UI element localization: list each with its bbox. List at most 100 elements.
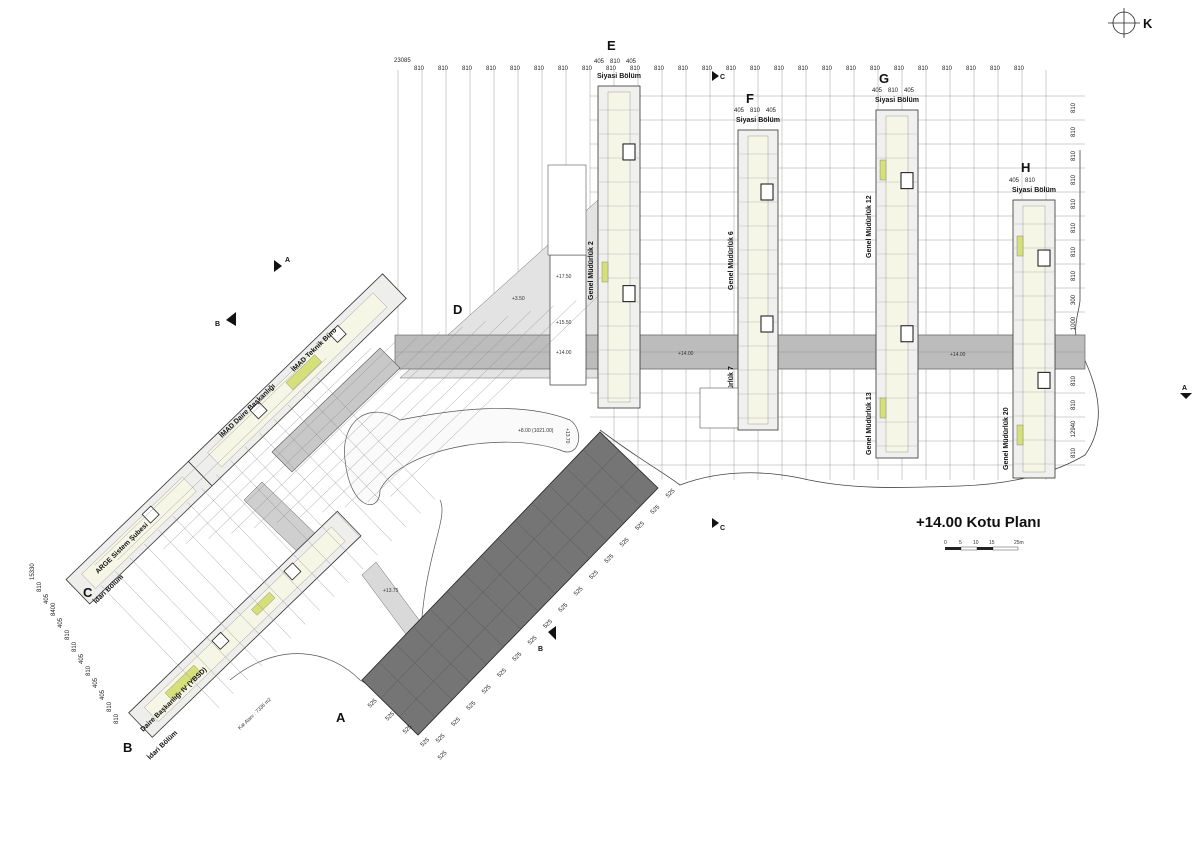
section-mark-a-right: A xyxy=(1180,385,1192,399)
grid-line xyxy=(158,529,277,653)
section-mark-a-top: A xyxy=(274,257,290,272)
grid-line xyxy=(390,295,600,497)
scale-tick: 10 xyxy=(973,540,979,546)
scale-tick: 25m xyxy=(1014,540,1024,546)
axis-B: B xyxy=(123,740,132,755)
dim-label: 525 xyxy=(385,711,397,723)
svg-text:B: B xyxy=(215,321,220,328)
left-dimension-labels: 1533081040584004058108104058104054058108… xyxy=(30,563,120,724)
grid-line xyxy=(231,331,441,534)
dim-label: 810 xyxy=(726,66,737,72)
dim-label: 810 xyxy=(1014,66,1025,72)
scale-tick: 0 xyxy=(944,540,947,546)
dim-label: 810 xyxy=(654,66,665,72)
dim-label: 810 xyxy=(774,66,785,72)
block-dim: 405 xyxy=(904,88,915,94)
grid-line xyxy=(163,347,372,550)
level-label: +13.70 xyxy=(564,428,570,444)
svg-text:A: A xyxy=(1182,385,1187,392)
dim-label: 525 xyxy=(635,520,647,532)
grid-line xyxy=(185,342,395,545)
dim-label: 405 xyxy=(100,689,106,700)
block-dim: 405 xyxy=(734,108,745,114)
block-dim: 405 xyxy=(626,59,637,65)
scale-bar: 0 5 10 15 25m xyxy=(944,540,1024,551)
dim-label: 525 xyxy=(589,569,601,581)
diagonal-wing-left xyxy=(65,460,213,605)
diagonal-gallery xyxy=(271,347,401,473)
dim-label: 810 xyxy=(1071,198,1077,209)
dim-label: 525 xyxy=(512,651,524,663)
diagonal-wing-lower xyxy=(128,510,362,738)
dim-label: 405 xyxy=(44,593,50,604)
grid-line xyxy=(287,404,407,528)
dim-label: 810 xyxy=(1071,270,1077,281)
grid-line xyxy=(216,474,335,597)
dim-label: 15330 xyxy=(30,563,36,580)
dim-label: 810 xyxy=(750,66,761,72)
dim-label: 810 xyxy=(1071,150,1077,161)
section-mark-b-bottom: B xyxy=(538,626,556,653)
axis-D: D xyxy=(453,302,462,317)
grid-line xyxy=(144,543,263,667)
dim-label: 525 xyxy=(367,698,379,710)
axis-C: C xyxy=(83,585,93,600)
block-dim: 810 xyxy=(888,88,899,94)
block-dim: 810 xyxy=(610,59,621,65)
grid-line xyxy=(129,557,249,681)
block-top-label: Siyasi Bölüm xyxy=(597,73,641,80)
dim-label: 810 xyxy=(798,66,809,72)
dim-label: 810 xyxy=(942,66,953,72)
block-side-label: Genel Müdürlük 12 xyxy=(866,195,873,258)
dim-label: 525 xyxy=(402,724,414,736)
dim-label: 810 xyxy=(1071,399,1077,410)
block-side-label: Genel Müdürlük 20 xyxy=(1003,407,1010,470)
diagonal-wing-upper xyxy=(187,273,407,487)
north-label: K xyxy=(1143,16,1153,31)
grid-line xyxy=(302,390,421,514)
dim-label: 810 xyxy=(414,66,425,72)
dim-label: 810 xyxy=(894,66,905,72)
dim-label: 810 xyxy=(72,641,78,652)
dim-label: 525 xyxy=(619,537,631,549)
diagonal-dimension-labels: 5255255255255255255255255255255255255255… xyxy=(367,488,677,762)
dim-label: 810 xyxy=(510,66,521,72)
dim-label: 525 xyxy=(527,635,539,647)
grid-line xyxy=(253,326,463,529)
right-grid-lines xyxy=(590,95,1085,466)
north-arrow: K xyxy=(1108,8,1153,38)
dim-label: 810 xyxy=(1071,126,1077,137)
dim-label: 525 xyxy=(481,684,493,696)
dim-label: 525 xyxy=(650,504,662,516)
block-side-label: Genel Müdürlük 13 xyxy=(866,392,873,455)
level-label: +14.00 xyxy=(950,352,966,358)
dim-label: 525 xyxy=(573,586,585,598)
grid-line xyxy=(230,460,349,584)
right-dimension-labels: 8108108108108108108108103001000300810810… xyxy=(1071,102,1077,458)
block-dim: 405 xyxy=(594,59,605,65)
grid-line xyxy=(316,377,436,500)
dim-label: 810 xyxy=(65,629,71,640)
dim-label: 8400 xyxy=(51,602,57,616)
section-mark-c-bottom: C xyxy=(712,518,725,532)
dim-label: 1000 xyxy=(1071,316,1077,330)
section-mark-b-top: B xyxy=(215,312,236,328)
block-dim: 405 xyxy=(1009,178,1020,184)
grid-line xyxy=(187,502,306,625)
axis-F: F xyxy=(746,91,754,106)
level-label: +8.00 (1021.00) xyxy=(518,428,554,434)
dim-label: 810 xyxy=(1071,375,1077,386)
grid-line xyxy=(94,363,304,566)
dim-label: 810 xyxy=(702,66,713,72)
dim-label: 525 xyxy=(604,553,616,565)
svg-text:A: A xyxy=(285,257,290,264)
dim-label: 810 xyxy=(630,66,641,72)
grid-line xyxy=(299,316,509,518)
dim-label: 810 xyxy=(1071,246,1077,257)
dim-label: 810 xyxy=(1071,447,1077,458)
grid-line xyxy=(273,418,392,542)
dim-label: 810 xyxy=(846,66,857,72)
level-label: +14.00 xyxy=(678,351,694,357)
